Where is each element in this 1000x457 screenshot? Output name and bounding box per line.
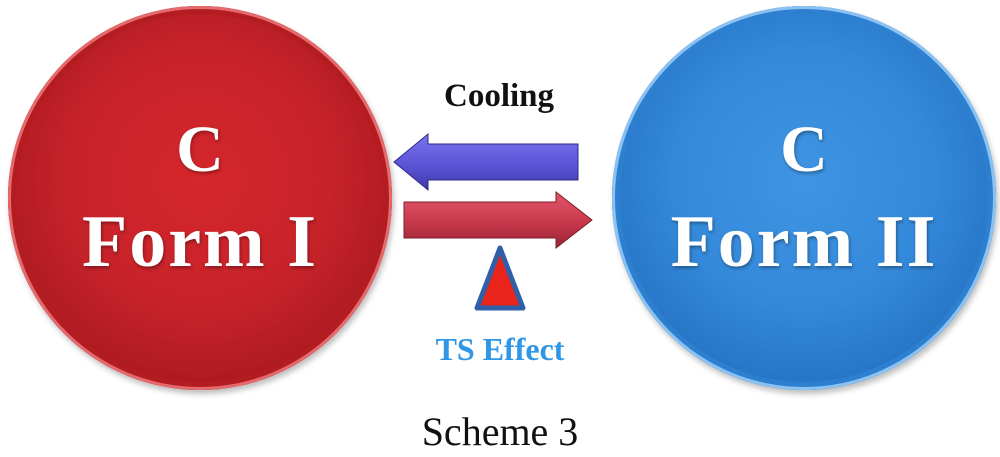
heating-arrow-right [403, 190, 593, 250]
form-i-symbol: C [176, 113, 224, 186]
cooling-label: Cooling [443, 78, 555, 114]
ts-effect-label: TS Effect [435, 331, 565, 367]
form-ii-symbol: C [780, 113, 828, 186]
form-i-circle: C Form I [8, 6, 392, 390]
transition-arrows [393, 132, 593, 311]
cooling-arrow-left [393, 132, 579, 192]
delta-triangle-icon [474, 245, 526, 311]
form-ii-circle: C Form II [612, 6, 996, 390]
scheme-diagram: C Form I C Form II Cooling TS Effect [8, 6, 996, 390]
form-i-label: Form I [82, 201, 318, 283]
form-ii-label: Form II [670, 201, 938, 283]
scheme-caption: Scheme 3 [421, 409, 579, 454]
